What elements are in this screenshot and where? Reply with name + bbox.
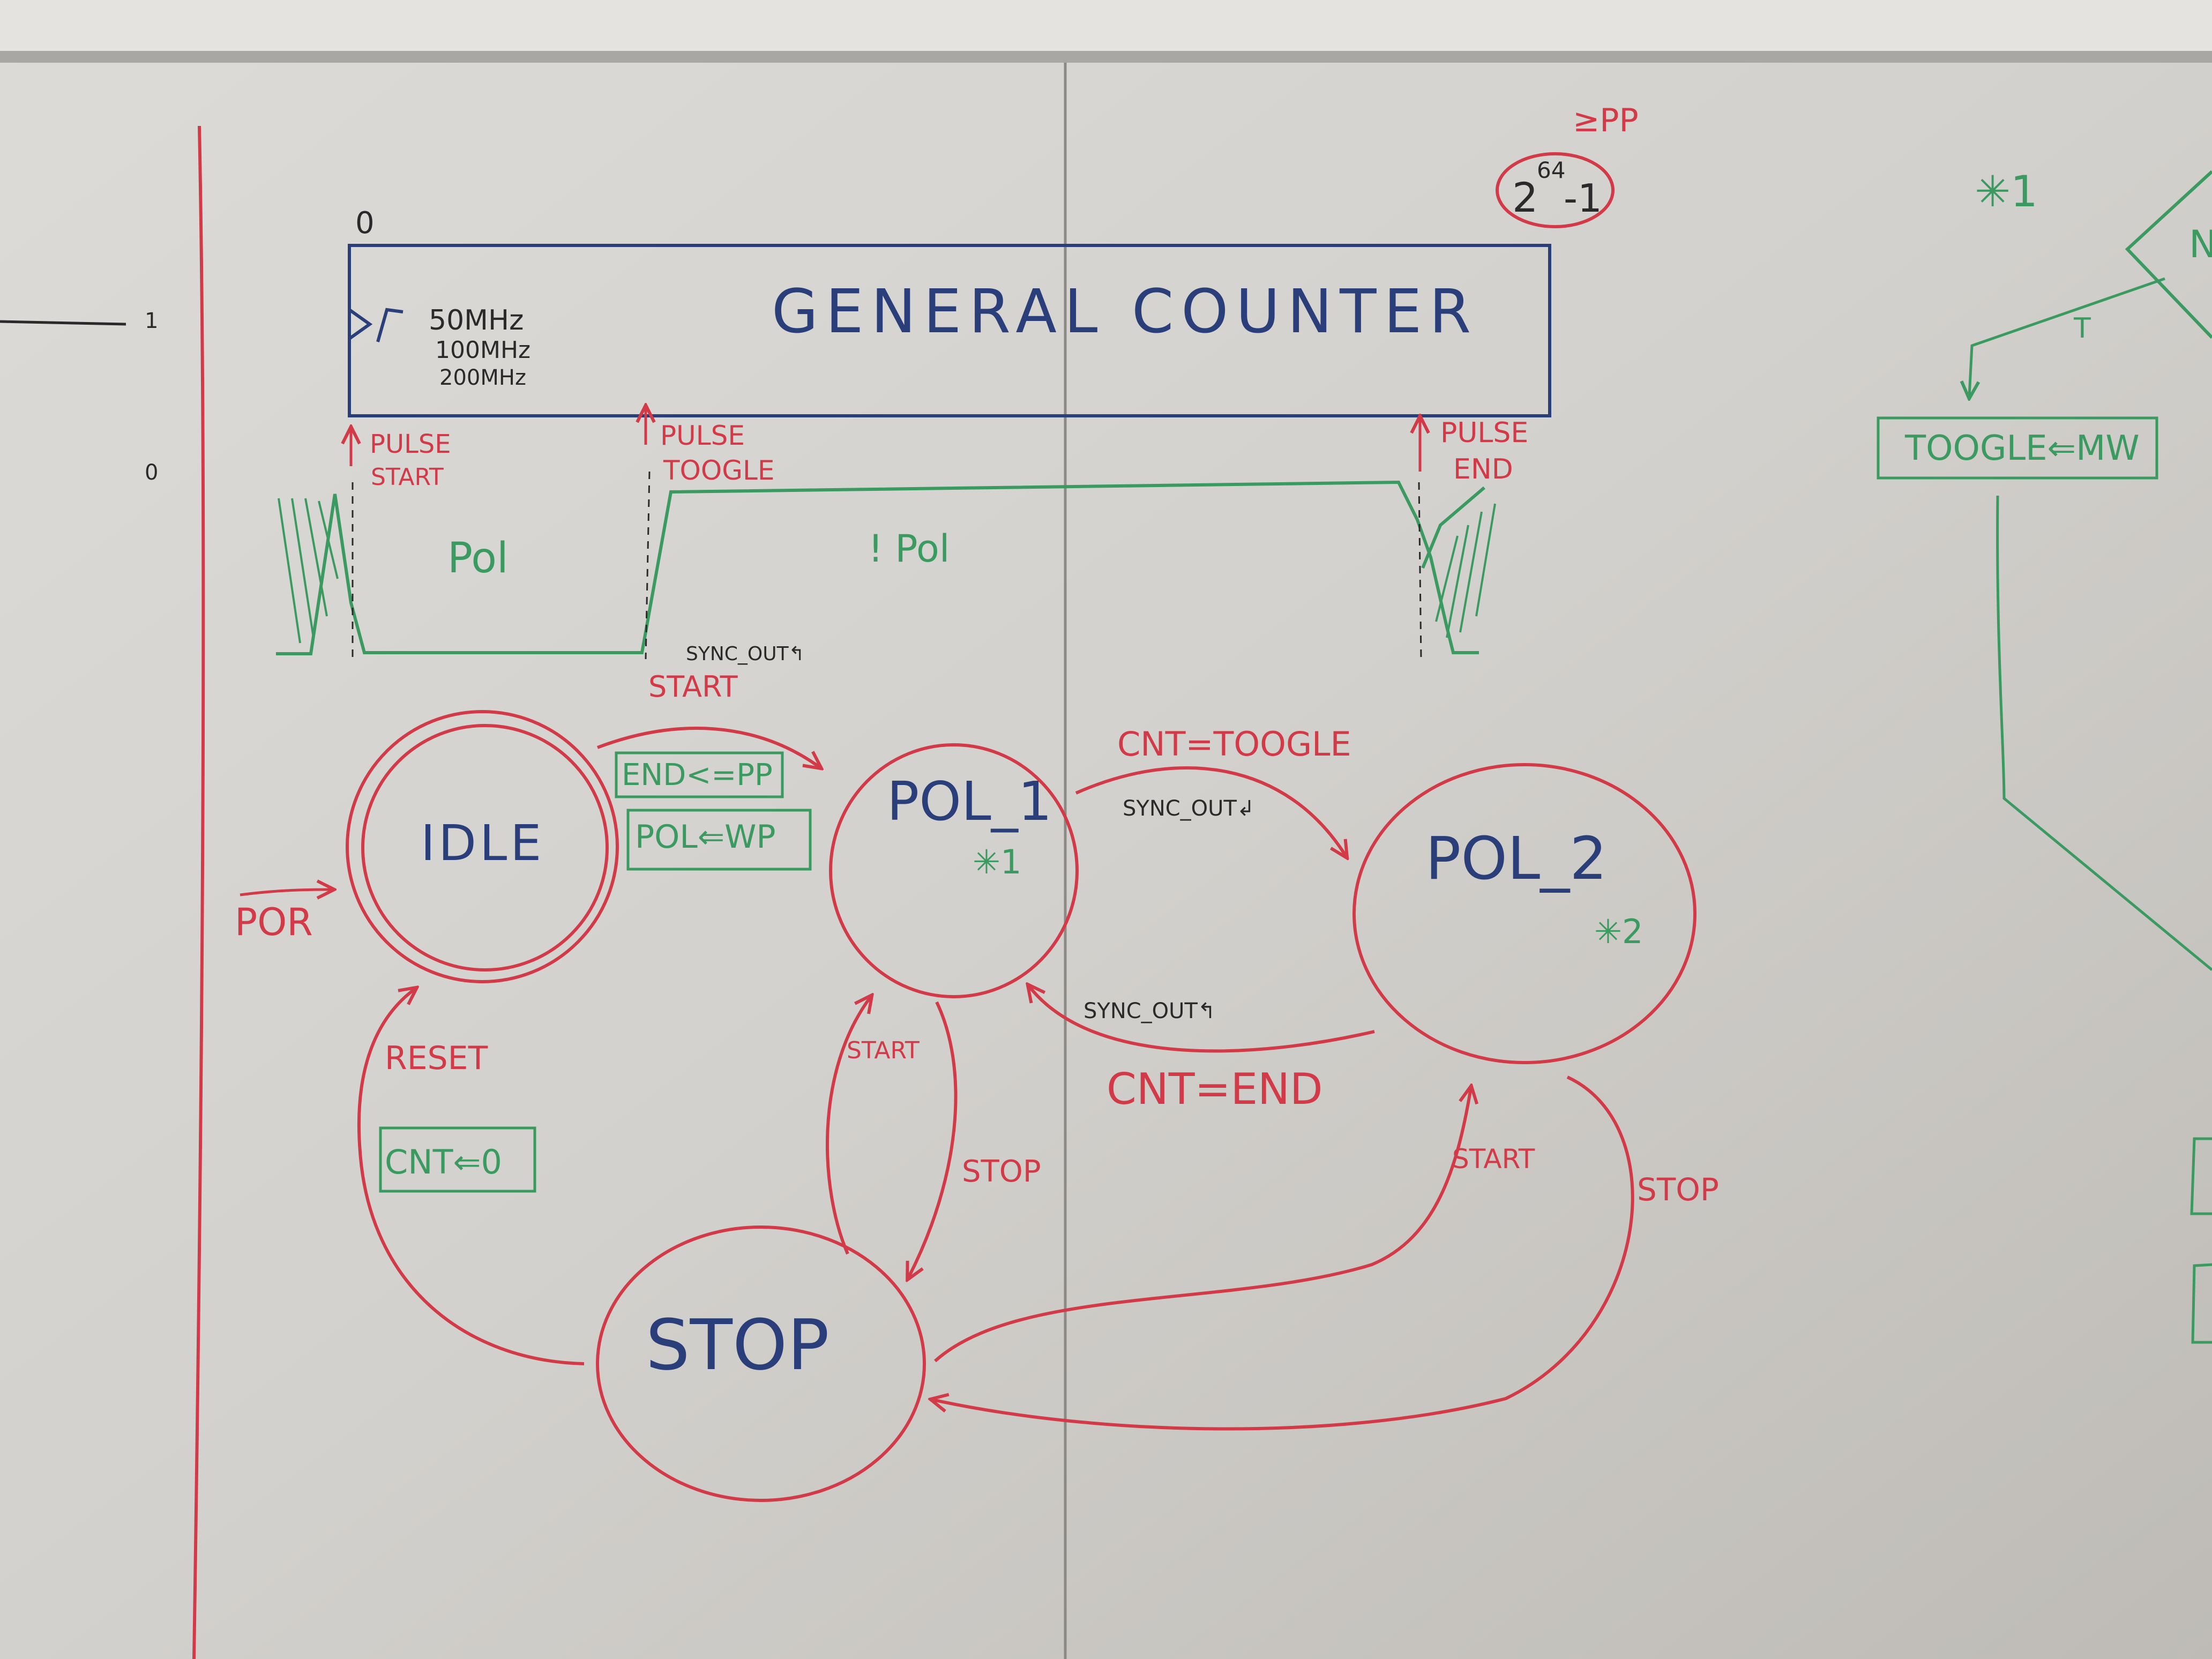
side-action-label: TOOGLE⇐MW [1904, 429, 2140, 468]
side-action-box [1877, 416, 2158, 480]
clock-200: 200MHz [439, 365, 526, 390]
state-pol1-label: POL_1 [887, 770, 1052, 833]
state-idle-outer [346, 710, 619, 983]
state-stop-label: STOP [646, 1304, 829, 1386]
counter-title: GENERAL COUNTER [772, 277, 1478, 347]
pulse-end-label-1: PULSE [1440, 417, 1528, 449]
board-tray [0, 51, 2212, 63]
counter-zero-label: 0 [355, 206, 375, 241]
stop-to-idle-action-box [379, 1126, 536, 1193]
por-arrow [240, 890, 332, 895]
pulse-start-label-1: PULSE [370, 429, 451, 459]
side-partial-box-1 [2190, 1137, 2212, 1215]
general-counter: GENERAL COUNTER 0 50MHz 100MHz 200MHz [348, 206, 1551, 417]
por-label: POR [235, 900, 313, 944]
counter-box [348, 244, 1551, 417]
phase-pol-label: Pol [447, 534, 509, 582]
max-value-circle [1496, 152, 1615, 228]
pol2-to-stop-arrow [932, 1075, 1634, 1431]
state-idle-inner [361, 724, 609, 972]
idle-to-pol1-action-2: POL⇐WP [635, 818, 776, 856]
idle-to-pol1-action-1-box [615, 751, 784, 798]
state-pol1-marker: ✳1 [973, 842, 1021, 881]
idle-to-pol1-arrow [596, 727, 820, 767]
pol2-to-pol1-cond: CNT=END [1107, 1064, 1323, 1114]
pol1-to-stop-label: STOP [962, 1154, 1041, 1189]
waveform-trace [276, 480, 1479, 655]
pol2-to-stop-label: STOP [1637, 1171, 1719, 1208]
waveform-alt-edge [1421, 486, 1485, 569]
pulse-toggle-label-2: TOOGLE [663, 455, 774, 486]
fsm-states: IDLE POL_1 ✳1 POL_2 ✳2 STOP [346, 710, 1697, 1502]
stop-to-pol1-label: START [847, 1037, 920, 1064]
edge-marker-toggle [645, 471, 651, 660]
state-pol2-label: POL_2 [1425, 824, 1607, 893]
side-branch-label: T [2073, 312, 2091, 345]
side-partial-box-2 [2191, 1263, 2212, 1344]
side-branch-arrow [1969, 277, 2165, 397]
max-value-callout: 2 64 -1 ≥PP [1496, 102, 1639, 228]
board-frame-top [0, 0, 2212, 51]
pulse-start: PULSE START [351, 429, 451, 491]
idle-to-pol1-sync: SYNC_OUT↰ [686, 643, 805, 665]
pulse-end-label-2: END [1453, 453, 1513, 485]
pol1-to-stop-arrow [908, 1001, 958, 1278]
pol1-to-pol2-sync: SYNC_OUT↲ [1123, 796, 1254, 821]
pulse-start-label-2: START [371, 464, 444, 491]
level-low-label: 0 [145, 460, 158, 485]
stop-to-pol1-arrow [825, 997, 871, 1255]
max-value-base: 2 [1512, 174, 1538, 221]
phase-not-pol-label: ! Pol [868, 527, 950, 571]
state-pol1: POL_1 ✳1 [829, 743, 1079, 998]
max-value-exponent: 64 [1537, 157, 1565, 183]
left-edge-line [0, 320, 126, 326]
clock-input-symbol [348, 308, 403, 342]
hatch-start [278, 498, 339, 644]
stop-to-pol2-arrow [933, 1088, 1471, 1363]
clock-50: 50MHz [429, 304, 524, 337]
state-idle-label: IDLE [421, 814, 544, 872]
idle-to-pol1-action-2-box [626, 809, 812, 871]
side-partial-node-label: N [2189, 222, 2212, 266]
state-pol2-marker: ✳2 [1594, 912, 1643, 951]
pol1-to-pol2-arrow [1075, 766, 1346, 856]
edge-marker-end [1418, 482, 1422, 660]
pol1-to-pol2-cond: CNT=TOOGLE [1117, 724, 1351, 764]
state-pol2: POL_2 ✳2 [1352, 763, 1697, 1064]
pulse-toggle-label-1: PULSE [660, 420, 745, 451]
stop-to-idle-action: CNT⇐0 [385, 1142, 502, 1182]
clock-100: 100MHz [435, 337, 530, 364]
level-high-label: 1 [145, 309, 158, 333]
fsm-transitions: POR SYNC_OUT↰ START END<=PP POL⇐WP CNT=T… [235, 643, 1719, 1431]
stop-to-pol2-label: START [1452, 1144, 1535, 1175]
state-pol1-circle [829, 743, 1079, 998]
pol2-to-pol1-arrow [1029, 986, 1375, 1053]
pulse-end: PULSE END [1420, 417, 1528, 485]
state-stop: STOP [596, 1225, 926, 1502]
state-pol2-circle [1352, 763, 1697, 1064]
side-diagram: ✳1 N T TOOGLE⇐MW [1877, 167, 2212, 1344]
idle-to-pol1-action-1: END<=PP [622, 758, 773, 793]
timing-waveform: Pol ! Pol [276, 471, 1496, 660]
state-stop-circle [596, 1225, 926, 1502]
pol2-to-pol1-sync: SYNC_OUT↰ [1083, 999, 1215, 1023]
side-partial-node [2125, 170, 2212, 339]
side-marker: ✳1 [1975, 167, 2038, 216]
max-value-suffix: -1 [1564, 176, 1602, 221]
max-value-note: ≥PP [1573, 102, 1639, 139]
stop-to-idle-event: RESET [385, 1040, 488, 1077]
pulse-toggle: PULSE TOOGLE [646, 407, 774, 486]
stop-to-idle-arrow [357, 989, 585, 1365]
hatch-end [1435, 503, 1496, 638]
idle-to-pol1-event: START [648, 670, 738, 704]
margin-line [192, 125, 205, 1659]
side-flow-line [1996, 495, 2212, 971]
state-idle: IDLE [346, 710, 619, 983]
